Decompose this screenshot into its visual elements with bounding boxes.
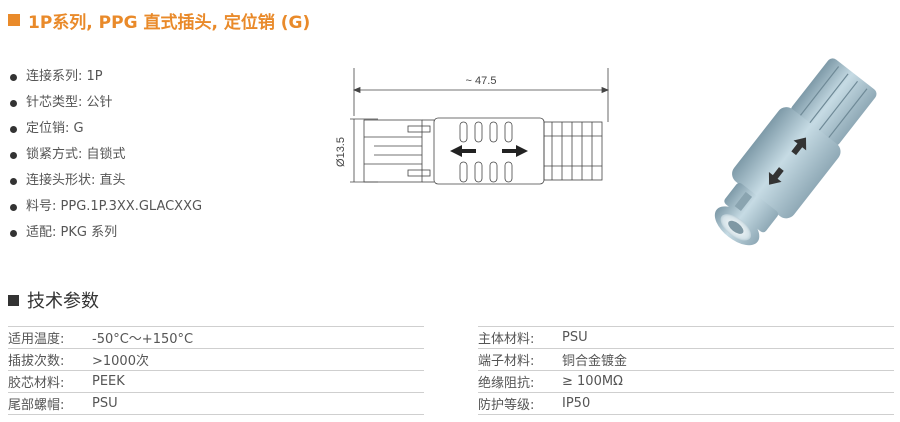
- diameter-dimension-label: Ø13.5: [335, 137, 347, 167]
- param-value: PSU: [92, 392, 424, 415]
- spec-item: 针芯类型: 公针: [10, 90, 202, 116]
- table-row: 防护等级:IP50: [478, 392, 894, 415]
- param-value: >1000次: [92, 348, 424, 371]
- spec-text: 定位销: G: [26, 121, 84, 136]
- title-square-icon: [8, 14, 20, 26]
- spec-text: 料号: PPG.1P.3XX.GLACXXG: [26, 199, 203, 214]
- params-table-right: 主体材料:PSU 端子材料:铜合金镀金 绝缘阻抗:≥ 100MΩ 防护等级:IP…: [478, 326, 894, 415]
- spec-item: 适配: PKG 系列: [10, 220, 202, 246]
- param-key: 胶芯材料:: [8, 370, 92, 393]
- product-title: 1P系列, PPG 直式插头, 定位销 (G): [8, 8, 311, 33]
- param-key: 端子材料:: [478, 348, 562, 371]
- param-key: 防护等级:: [478, 392, 562, 415]
- table-row: 尾部螺帽:PSU: [8, 392, 424, 415]
- bullet-icon: [10, 151, 17, 159]
- param-key: 绝缘阻抗:: [478, 370, 562, 393]
- param-value: PEEK: [92, 370, 424, 393]
- params-table-left: 适用温度:-50°C～+150°C 插拔次数:>1000次 胶芯材料:PEEK …: [8, 326, 424, 415]
- param-value: PSU: [562, 326, 894, 349]
- spec-item: 锁紧方式: 自锁式: [10, 142, 202, 168]
- bullet-icon: [10, 125, 17, 133]
- table-row: 适用温度:-50°C～+150°C: [8, 326, 424, 349]
- bullet-icon: [10, 203, 17, 211]
- spec-item: 连接系列: 1P: [10, 64, 202, 90]
- spec-text: 连接系列: 1P: [26, 69, 103, 84]
- table-row: 主体材料:PSU: [478, 326, 894, 349]
- param-value: 铜合金镀金: [562, 348, 894, 371]
- spec-list: 连接系列: 1P 针芯类型: 公针 定位销: G 锁紧方式: 自锁式 连接头形状…: [10, 64, 202, 246]
- param-key: 尾部螺帽:: [8, 392, 92, 415]
- spec-item: 料号: PPG.1P.3XX.GLACXXG: [10, 194, 202, 220]
- connector-photo: [714, 58, 877, 246]
- spec-item: 定位销: G: [10, 116, 202, 142]
- spec-text: 锁紧方式: 自锁式: [26, 147, 126, 162]
- param-key: 主体材料:: [478, 326, 562, 349]
- table-row: 端子材料:铜合金镀金: [478, 348, 894, 371]
- param-value: ≥ 100MΩ: [562, 370, 894, 393]
- section-heading: 技术参数: [8, 288, 99, 312]
- spec-text: 适配: PKG 系列: [26, 225, 118, 240]
- spec-item: 连接头形状: 直头: [10, 168, 202, 194]
- spec-text: 针芯类型: 公针: [26, 95, 113, 110]
- param-key: 插拔次数:: [8, 348, 92, 371]
- bullet-icon: [10, 73, 17, 81]
- bullet-icon: [10, 99, 17, 107]
- technical-drawing: ~ 47.5 Ø13.5: [335, 68, 610, 185]
- param-value: -50°C～+150°C: [92, 326, 424, 349]
- bullet-icon: [10, 229, 17, 237]
- table-row: 胶芯材料:PEEK: [8, 370, 424, 393]
- section-title: 技术参数: [27, 291, 99, 312]
- table-row: 插拔次数:>1000次: [8, 348, 424, 371]
- length-dimension-label: ~ 47.5: [466, 75, 497, 87]
- table-row: 绝缘阻抗:≥ 100MΩ: [478, 370, 894, 393]
- section-square-icon: [8, 294, 19, 306]
- param-value: IP50: [562, 392, 894, 415]
- param-key: 适用温度:: [8, 326, 92, 349]
- product-title-text: 1P系列, PPG 直式插头, 定位销 (G): [28, 12, 311, 33]
- spec-text: 连接头形状: 直头: [26, 173, 126, 188]
- bullet-icon: [10, 177, 17, 185]
